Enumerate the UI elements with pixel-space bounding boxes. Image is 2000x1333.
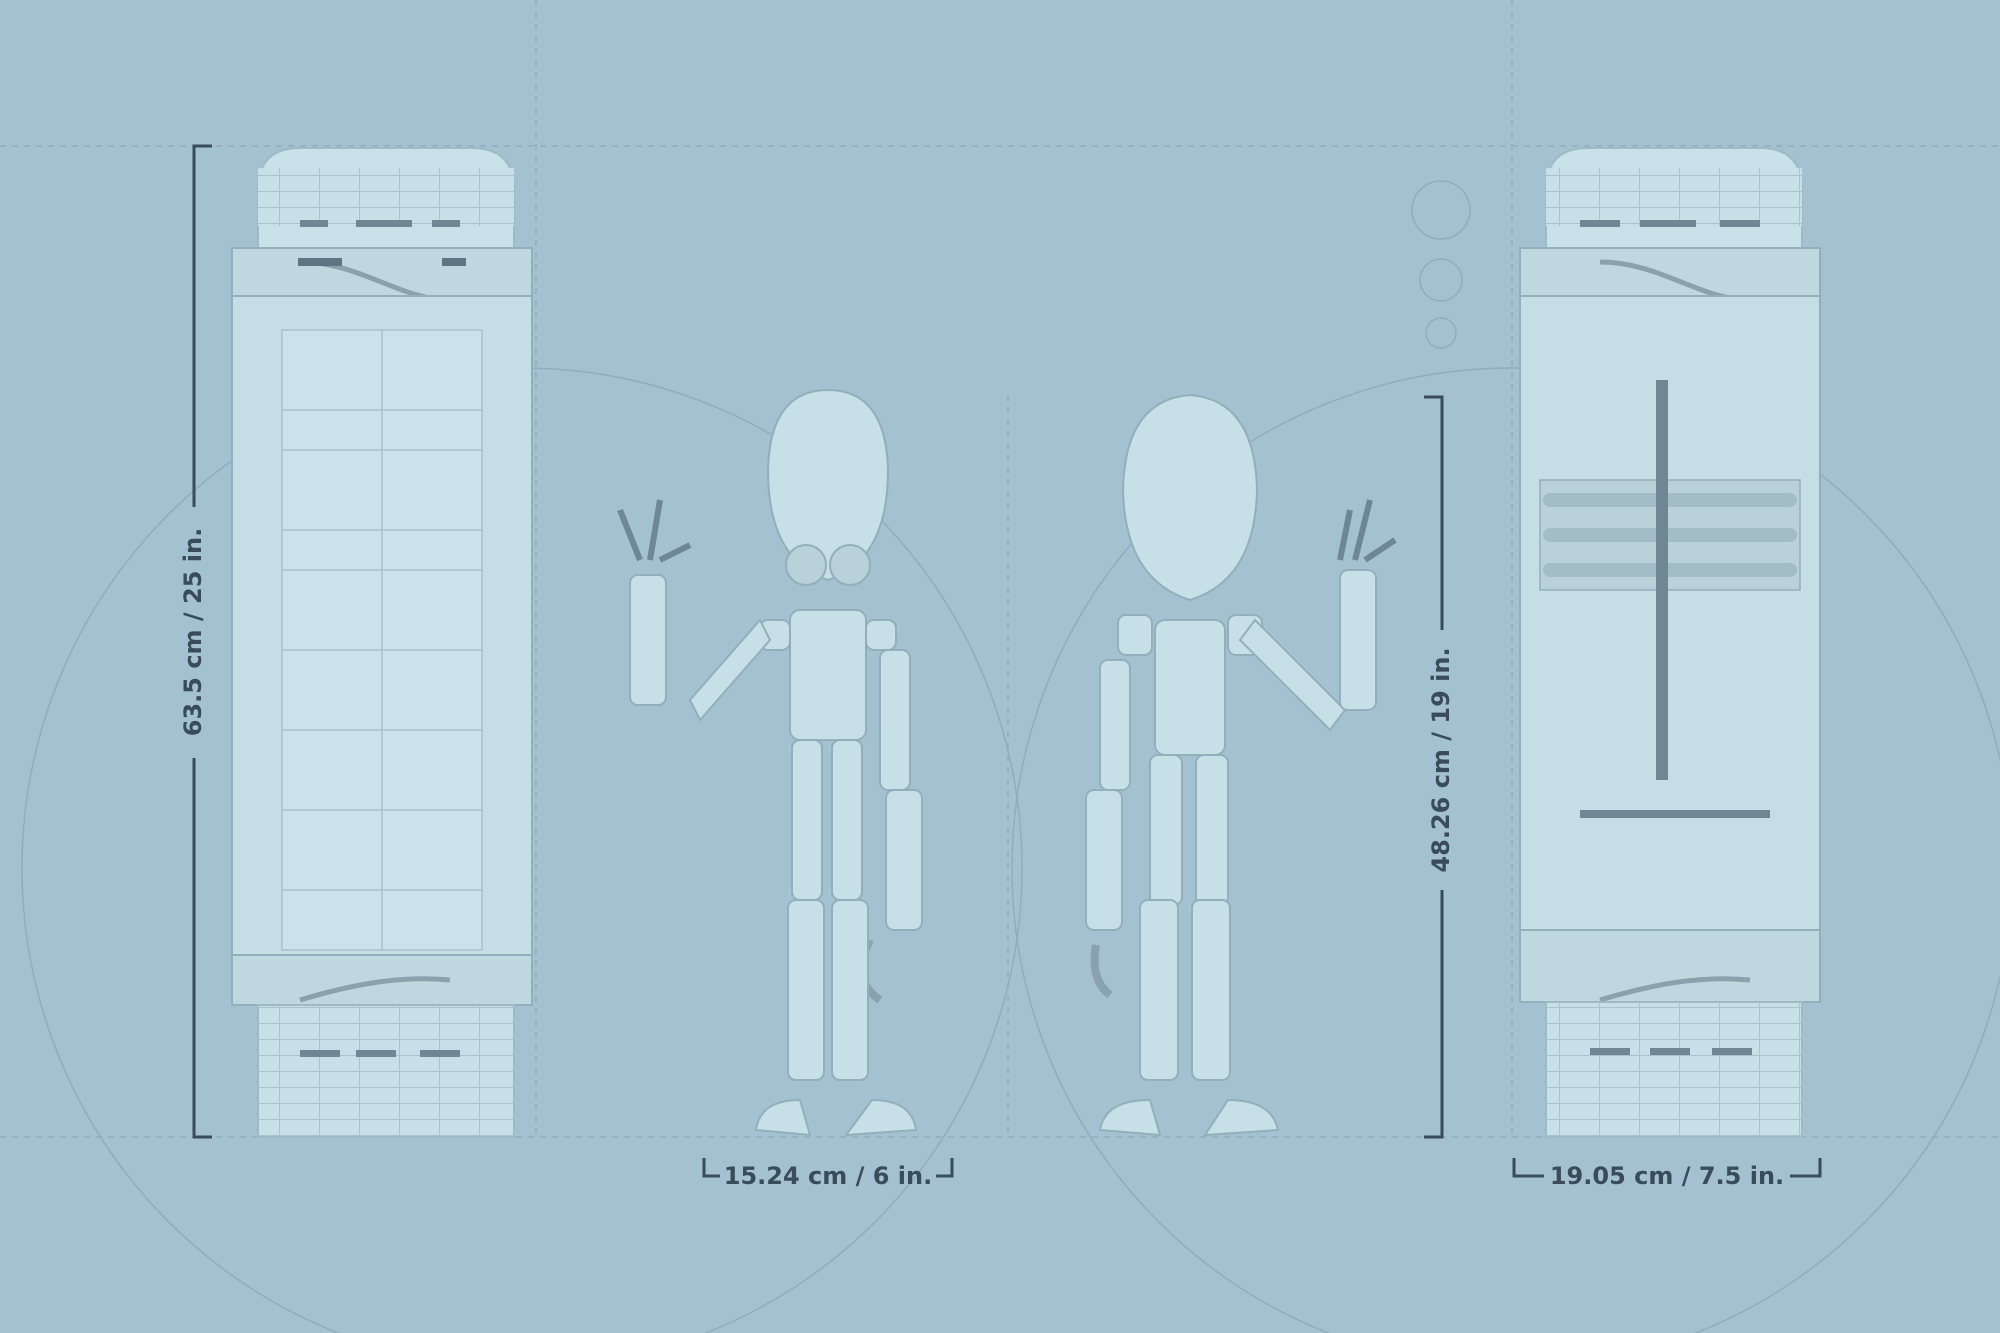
pod-front (231, 147, 533, 1138)
pod-width-label: 19.05 cm / 7.5 in. (1550, 1162, 1784, 1190)
pod-height-dimension: 63.5 cm / 25 in. (179, 144, 212, 1139)
figure-back (1085, 393, 1397, 1137)
figure-front (617, 388, 923, 1137)
figure-height-label: 48.26 cm / 19 in. (1427, 647, 1455, 872)
figure-height-dimension: 48.26 cm / 19 in. (1424, 395, 1455, 1139)
figure-width-label: 15.24 cm / 6 in. (724, 1162, 932, 1190)
pod-width-dimension: 19.05 cm / 7.5 in. (1512, 1158, 1822, 1190)
figure-width-dimension: 15.24 cm / 6 in. (702, 1158, 954, 1190)
pod-back (1519, 147, 1821, 1138)
pod-height-label: 63.5 cm / 25 in. (179, 528, 207, 736)
guide-lines (0, 0, 2000, 1138)
